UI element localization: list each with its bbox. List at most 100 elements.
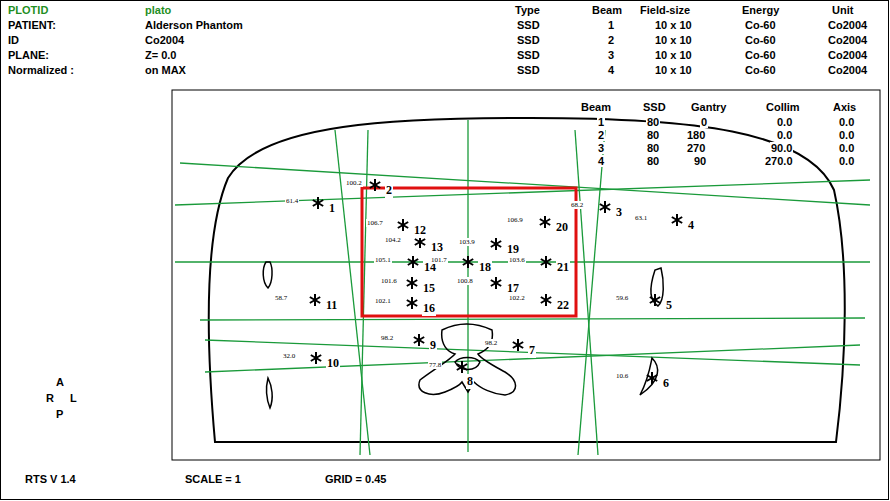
dose-value: 100.8 <box>456 277 474 285</box>
table-cell: 4 <box>608 64 614 76</box>
header-value: Alderson Phantom <box>145 19 243 31</box>
dose-value: 106.7 <box>366 219 384 227</box>
dose-star <box>311 355 321 361</box>
header-key: Normalized : <box>8 64 74 76</box>
table-cell: 1 <box>608 19 614 31</box>
header-value: Z= 0.0 <box>145 49 177 61</box>
point-number: 1 <box>328 201 336 216</box>
table-cell: Co-60 <box>745 19 776 31</box>
dose-value: 103.6 <box>508 256 526 264</box>
dose-star <box>310 297 320 303</box>
table-cell: 3 <box>597 142 605 154</box>
table-cell: 90.0 <box>770 142 793 154</box>
table-heading: Beam <box>592 4 622 16</box>
orientation-letter: P <box>56 408 63 420</box>
point-number: 5 <box>665 298 673 313</box>
point-number: 6 <box>662 376 670 391</box>
point-number: 22 <box>556 298 570 313</box>
dose-star <box>414 337 424 343</box>
dose-star <box>463 259 473 265</box>
table-cell: 2 <box>597 129 605 141</box>
dose-star <box>540 219 550 225</box>
dose-star <box>541 297 551 303</box>
dose-star <box>541 259 551 265</box>
table-cell: 0.0 <box>776 129 793 141</box>
table-heading: Field-size <box>640 4 690 16</box>
dose-value: 102.1 <box>374 297 392 305</box>
dose-star <box>650 297 660 303</box>
table-cell: 270.0 <box>764 155 794 167</box>
table-cell: 0 <box>700 116 708 128</box>
header-value: on MAX <box>145 64 186 76</box>
table-heading: Energy <box>742 4 779 16</box>
table-cell: Co2004 <box>828 34 867 46</box>
table-cell: 80 <box>646 155 660 167</box>
point-number: 18 <box>478 260 492 275</box>
dose-star <box>407 300 417 306</box>
table-cell: 10 x 10 <box>655 34 692 46</box>
dose-value: 101.6 <box>380 277 398 285</box>
header-key: PLOTID <box>8 4 48 16</box>
dose-star <box>313 200 323 206</box>
point-number: 9 <box>429 338 437 353</box>
table-cell: SSD <box>517 34 540 46</box>
dose-star <box>311 355 321 361</box>
table-cell: 80 <box>646 142 660 154</box>
point-number: 21 <box>556 260 570 275</box>
table-heading: Gantry <box>690 101 727 113</box>
dose-star <box>310 297 320 303</box>
dose-star <box>600 204 610 210</box>
table-cell: SSD <box>517 64 540 76</box>
table-cell: 4 <box>597 155 605 167</box>
dose-star <box>408 259 418 265</box>
point-number: 3 <box>615 205 623 220</box>
dose-value: 98.2 <box>484 339 498 347</box>
dose-star <box>650 297 660 303</box>
orientation-letter: A <box>56 376 64 388</box>
point-number: 19 <box>506 242 520 257</box>
dose-star <box>370 182 380 188</box>
dose-value: 104.2 <box>384 236 402 244</box>
dose-star <box>457 364 467 370</box>
table-cell: 270 <box>686 142 706 154</box>
dose-star <box>398 222 408 228</box>
header-value: plato <box>145 4 171 16</box>
table-heading: Axis <box>832 101 857 113</box>
dose-star <box>513 342 523 348</box>
table-cell: 180 <box>686 129 706 141</box>
table-cell: 10 x 10 <box>655 64 692 76</box>
point-number: 11 <box>325 298 338 313</box>
footer-text: GRID = 0.45 <box>325 473 386 485</box>
table-heading: Collim <box>765 101 801 113</box>
footer-text: RTS V 1.4 <box>25 473 76 485</box>
table-cell: 3 <box>608 49 614 61</box>
orientation-letter: R <box>46 392 54 404</box>
dose-star <box>540 219 550 225</box>
dose-star <box>457 364 467 370</box>
dose-value: 105.1 <box>374 256 392 264</box>
table-cell: Co2004 <box>828 64 867 76</box>
table-cell: Co-60 <box>745 64 776 76</box>
header-key: ID <box>8 34 19 46</box>
table-cell: Co2004 <box>828 19 867 31</box>
dose-star <box>414 337 424 343</box>
dose-star <box>541 259 551 265</box>
header-key: PLANE: <box>8 49 49 61</box>
point-number: 4 <box>687 218 695 233</box>
table-cell: 0.0 <box>838 155 855 167</box>
table-cell: SSD <box>517 49 540 61</box>
point-number: 13 <box>430 240 444 255</box>
point-number: 7 <box>528 343 536 358</box>
dose-star <box>463 259 473 265</box>
table-cell: 90 <box>693 155 707 167</box>
table-cell: Co2004 <box>828 49 867 61</box>
table-cell: Co-60 <box>745 34 776 46</box>
table-heading: Unit <box>832 4 853 16</box>
dose-star <box>407 280 417 286</box>
dose-value: 98.2 <box>380 334 394 342</box>
table-cell: SSD <box>517 19 540 31</box>
dose-star <box>313 200 323 206</box>
dose-star <box>491 280 501 286</box>
table-cell: 10 x 10 <box>655 49 692 61</box>
